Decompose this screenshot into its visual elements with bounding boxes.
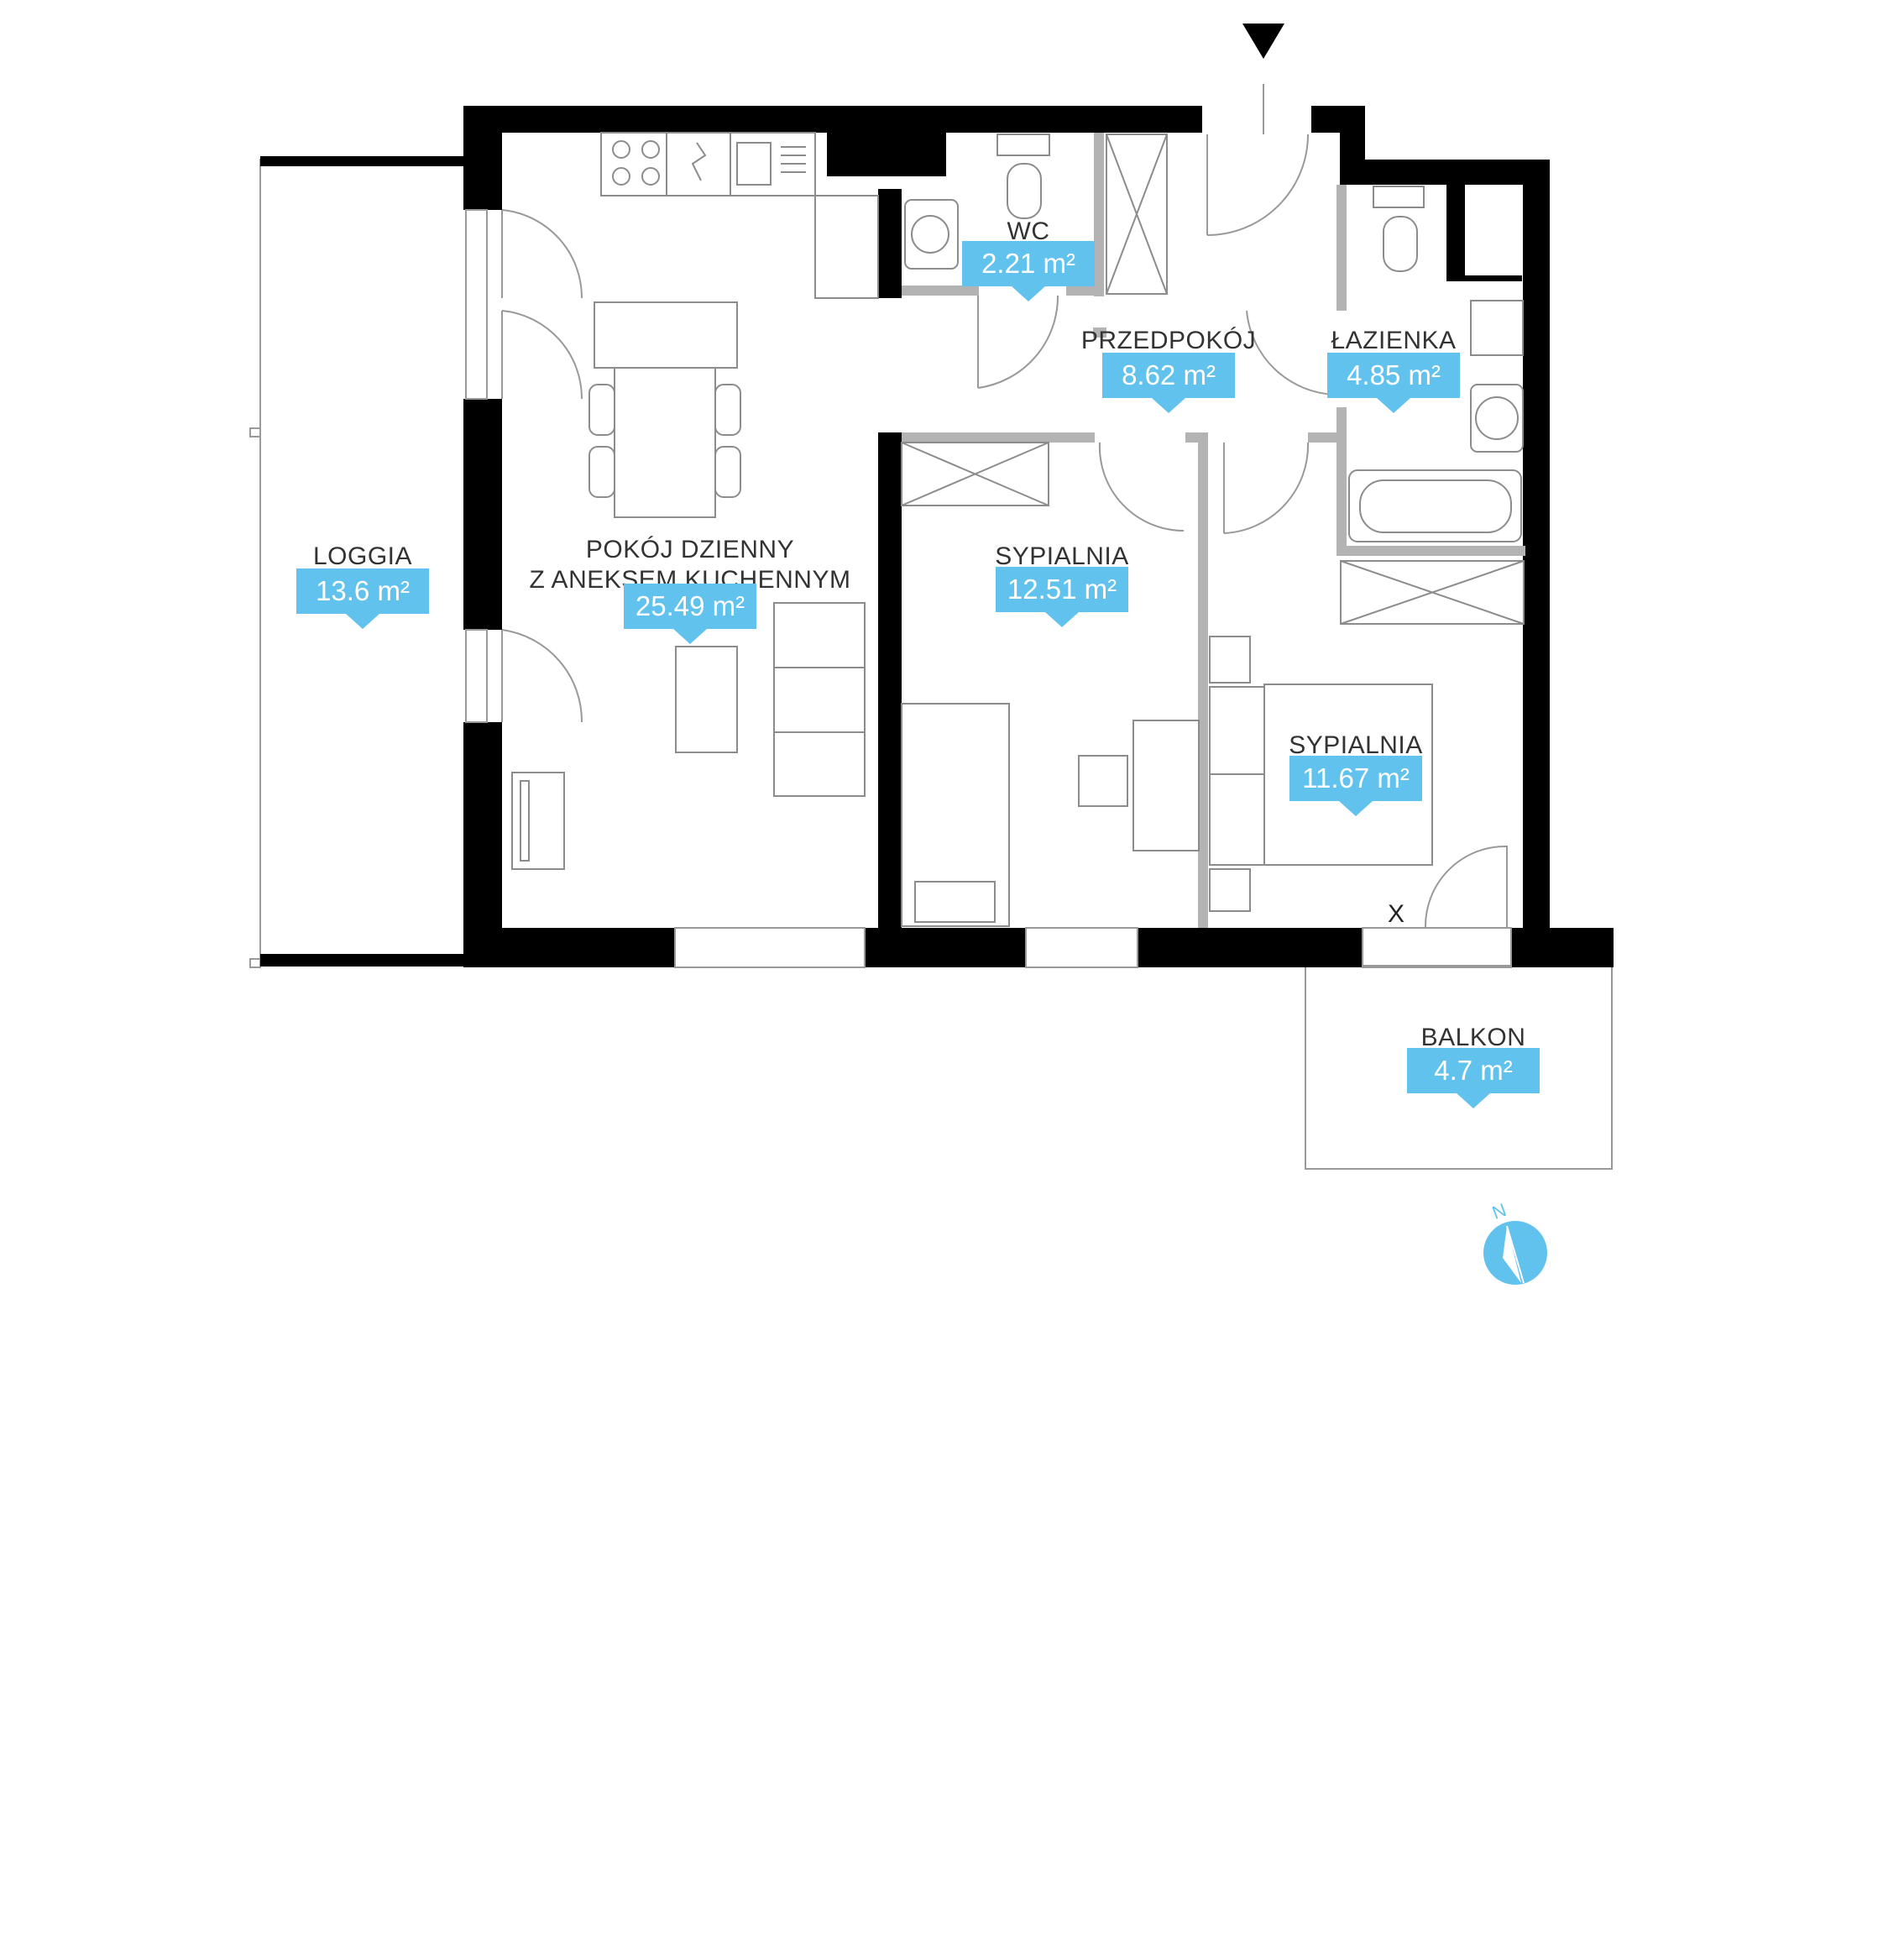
hall-label: PRZEDPOKÓJ — [1080, 327, 1257, 354]
bathroom-area-value: 4.85 m² — [1327, 353, 1460, 398]
bathroom-label: ŁAZIENKA — [1331, 327, 1457, 354]
balcony-area-tag: 4.7 m² — [1407, 1048, 1540, 1108]
wc-area-value: 2.21 m² — [962, 241, 1095, 286]
bedroom2-area-tag: 11.67 m² — [1289, 756, 1422, 816]
bedroom2-area-value: 11.67 m² — [1289, 756, 1422, 801]
windows — [465, 209, 1512, 968]
balcony-label: BALKON — [1420, 1024, 1526, 1051]
living-label-line1: POKÓJ DZIENNY — [585, 536, 795, 563]
marker-x: X — [1387, 900, 1405, 928]
loggia-label: LOGGIA — [312, 542, 413, 570]
wc-fixtures — [904, 134, 1168, 295]
bedroom1-area-value: 12.51 m² — [996, 567, 1128, 612]
dining-set — [588, 301, 741, 518]
doors — [501, 134, 1508, 929]
balcony-area — [1305, 965, 1613, 1170]
loggia-area-value: 13.6 m² — [296, 568, 429, 614]
exterior-walls — [260, 106, 1614, 967]
wc-area-tag: 2.21 m² — [962, 241, 1095, 301]
partitions — [902, 133, 1525, 928]
bedroom1-furniture — [901, 442, 1200, 927]
living-area-value: 25.49 m² — [624, 584, 756, 629]
bathroom-fixtures — [1340, 186, 1525, 625]
hall-area-tag: 8.62 m² — [1102, 353, 1235, 413]
balcony-area-value: 4.7 m² — [1407, 1048, 1540, 1093]
loggia-area-tag: 13.6 m² — [296, 568, 429, 629]
entrance-arrow-icon — [1242, 24, 1284, 59]
wc-label: WC — [1007, 217, 1050, 245]
compass-icon — [1483, 1221, 1547, 1285]
hall-area-value: 8.62 m² — [1102, 353, 1235, 398]
bedroom1-area-tag: 12.51 m² — [996, 567, 1128, 627]
bedroom1-label: SYPIALNIA — [995, 542, 1129, 570]
living-furniture — [511, 602, 866, 870]
bedroom2-furniture — [1209, 636, 1433, 912]
living-area-tag: 25.49 m² — [624, 584, 756, 644]
bedroom2-label: SYPIALNIA — [1289, 731, 1423, 759]
kitchen-counter — [600, 132, 879, 299]
bathroom-area-tag: 4.85 m² — [1327, 353, 1460, 413]
